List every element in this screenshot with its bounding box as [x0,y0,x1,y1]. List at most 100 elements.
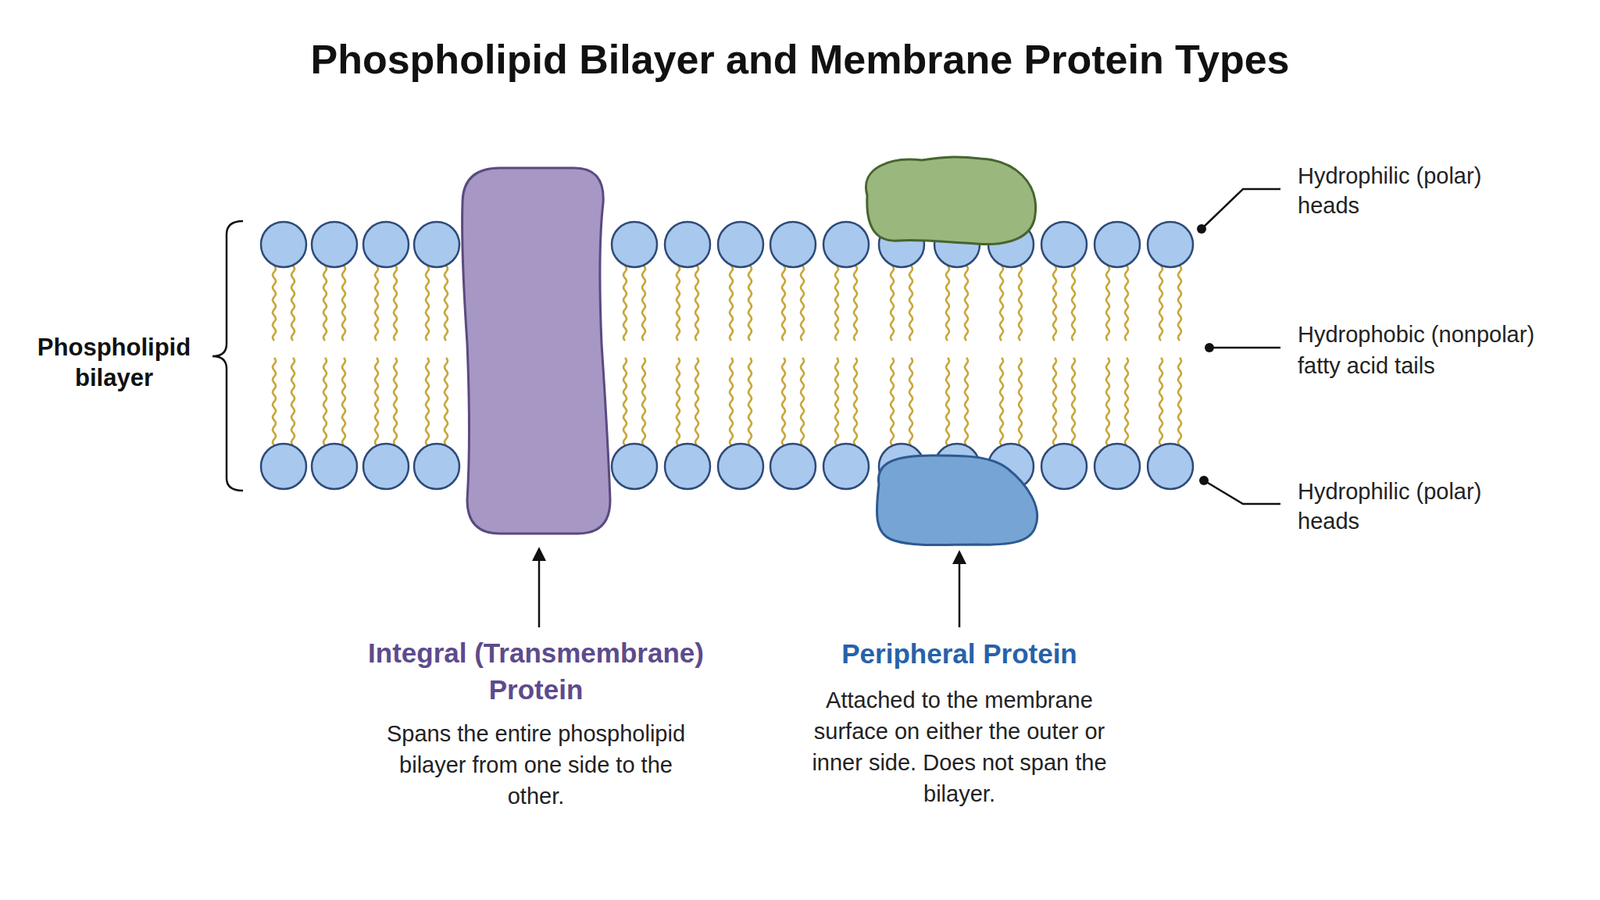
fatty-acid-tail [393,357,397,446]
polar-head [311,221,358,268]
fatty-acid-tail [748,357,752,446]
polar-heads [260,221,1193,490]
fatty-acid-tail [1159,265,1163,341]
fatty-acid-tail [1071,357,1075,446]
fatty-acid-tail [375,265,379,341]
protein-heading: Integral (Transmembrane) Protein [356,634,716,708]
protein-description: Spans the entire phospholipid bilayer fr… [367,717,704,812]
fatty-acid-tail [729,357,733,446]
fatty-acid-tail [1071,265,1075,341]
fatty-acid-tail [1178,357,1182,446]
polar-head [1094,443,1140,490]
callout-label: Hydrophilic (polar) heads [1297,160,1525,221]
fatty-acid-tail [291,357,295,446]
callout-label: Hydrophilic (polar) heads [1297,476,1525,536]
peripheral-protein-inner [876,455,1037,546]
protein-heading: Peripheral Protein [779,635,1140,672]
fatty-acid-tail [1053,265,1057,341]
fatty-acid-tail [623,265,627,341]
leader-line [1209,346,1281,350]
leader-dot [1199,475,1209,486]
polar-head [260,221,307,268]
fatty-acid-tail [444,357,448,446]
diagram-title: Phospholipid Bilayer and Membrane Protei… [0,34,1600,85]
fatty-acid-tail [1018,265,1022,341]
polar-head [823,221,869,268]
bracket-label: Phospholipid bilayer [28,332,200,393]
fatty-acid-tail [1106,357,1110,446]
callout-label: Hydrophobic (nonpolar) fatty acid tails [1297,318,1572,382]
leader-line [1201,189,1281,229]
bilayer-bracket [212,221,243,491]
lipid-layer [260,221,1193,490]
fatty-acid-tail [1000,357,1004,446]
fatty-acid-tail [1000,265,1004,341]
pointer-arrow-line [538,557,541,628]
leader-dot [1196,224,1207,234]
fatty-acid-tail [800,265,804,341]
polar-head [363,443,409,490]
protein-description: Attached to the membrane surface on eith… [795,684,1124,810]
polar-head [414,443,460,490]
polar-head [664,443,711,490]
fatty-acid-tail [393,265,397,341]
fatty-acid-tail [1159,357,1163,446]
fatty-acid-tail [676,357,680,446]
fatty-acid-tail [729,265,733,341]
fatty-acid-tail [1178,265,1182,341]
polar-head [717,221,764,268]
polar-head [611,443,658,490]
polar-head [770,221,816,268]
fatty-acid-tail [323,265,327,341]
fatty-acid-tail [623,357,627,446]
pointer-arrow-head [952,550,967,565]
fatty-acid-tail [342,265,346,341]
fatty-acid-tail [1106,265,1110,341]
polar-head [717,443,764,490]
fatty-acid-tail [1125,265,1129,341]
polar-head [770,443,816,490]
fatty-acid-tail [782,265,786,341]
polar-head [1041,221,1087,268]
fatty-acid-tail [695,265,699,341]
fatty-acid-tail [853,357,858,446]
fatty-acid-tail [695,357,699,446]
fatty-acid-tail [291,265,295,341]
fatty-acid-tail [964,357,968,446]
polar-head [664,221,711,268]
leader-dot [1204,342,1215,353]
leader-line [1203,480,1281,504]
fatty-acid-tail [909,265,913,341]
fatty-acid-tail [835,357,839,446]
integral-protein-shape [462,167,611,534]
fatty-acid-tail [946,357,950,446]
polar-head [363,221,409,268]
pointer-arrow-head [532,546,547,561]
fatty-acid-tail [642,265,646,341]
fatty-acid-tail [1125,357,1129,446]
fatty-acid-tail [375,357,379,446]
polar-head [1147,443,1193,490]
polar-head [414,221,460,268]
fatty-acid-tail [964,265,968,341]
polar-head [1094,221,1140,268]
polar-head [311,443,358,490]
polar-head [1041,443,1087,490]
fatty-acid-tail [946,265,950,341]
fatty-acid-tail [890,265,894,341]
fatty-acid-tail [782,357,786,446]
polar-head [611,221,658,268]
fatty-acid-tail [909,357,913,446]
peripheral-protein-outer [865,157,1036,245]
fatty-acid-tail [425,357,429,446]
fatty-acid-tail [1018,357,1022,446]
fatty-acid-tails [272,265,1182,446]
fatty-acid-tail [890,357,894,446]
polar-head [1147,221,1193,268]
leader-lines [1201,189,1281,504]
polar-head [823,443,869,490]
fatty-acid-tail [272,357,276,446]
fatty-acid-tail [642,357,646,446]
fatty-acid-tail [425,265,429,341]
